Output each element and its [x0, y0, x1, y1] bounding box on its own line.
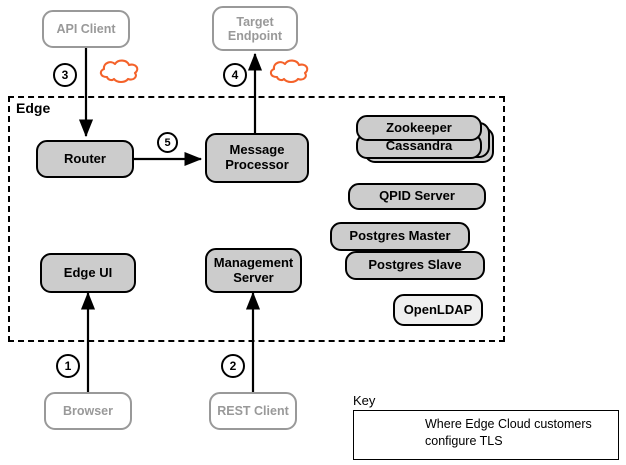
cloud-icon [99, 59, 139, 84]
node-message-processor[interactable]: Message Processor [205, 133, 309, 183]
node-edge-ui[interactable]: Edge UI [40, 253, 136, 293]
node-management-server[interactable]: Management Server [205, 248, 302, 293]
node-qpid-server[interactable]: QPID Server [348, 183, 486, 210]
node-postgres-slave[interactable]: Postgres Slave [345, 251, 485, 280]
key-entry-label: Where Edge Cloud customers configure TLS [425, 417, 592, 448]
key-box [353, 410, 619, 460]
node-postgres-master[interactable]: Postgres Master [330, 222, 470, 251]
cloud-icon [269, 59, 309, 84]
node-openldap[interactable]: OpenLDAP [393, 294, 483, 326]
node-zookeeper[interactable]: Zookeeper [356, 115, 482, 141]
flow-badge-5[interactable]: 5 [157, 132, 178, 153]
node-target-endpoint[interactable]: Target Endpoint [212, 6, 298, 51]
flow-badge-3[interactable]: 3 [53, 63, 77, 87]
node-rest-client[interactable]: REST Client [209, 392, 297, 430]
node-api-client[interactable]: API Client [42, 10, 130, 48]
flow-badge-4[interactable]: 4 [223, 63, 247, 87]
key-title: Key [353, 393, 376, 408]
node-router[interactable]: Router [36, 140, 134, 178]
node-browser[interactable]: Browser [44, 392, 132, 430]
edge-boundary [8, 96, 505, 342]
flow-badge-1[interactable]: 1 [56, 354, 80, 378]
flow-badge-2[interactable]: 2 [221, 354, 245, 378]
edge-boundary-label: Edge [16, 100, 51, 116]
